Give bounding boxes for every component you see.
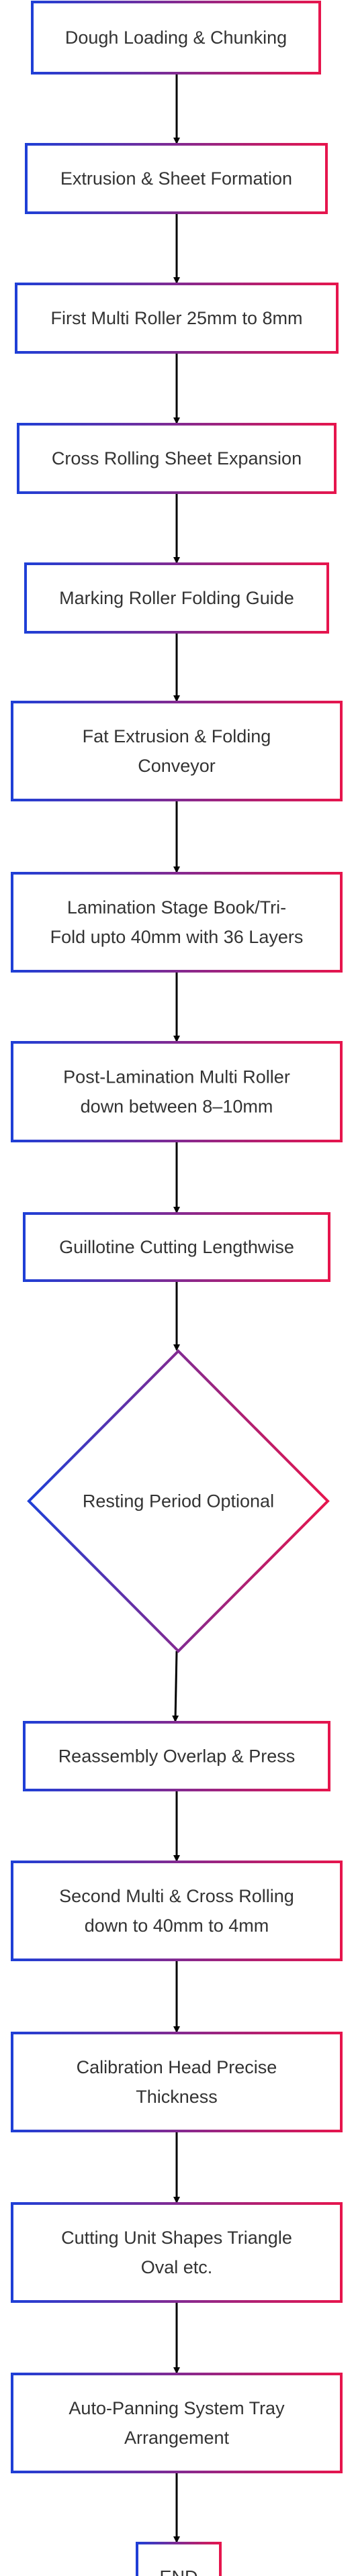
process-node: Post-Lamination Multi Roller down between… xyxy=(11,1041,343,1142)
process-box xyxy=(11,872,343,973)
process-box xyxy=(23,1212,330,1282)
node-label: Fold upto 40mm with 36 Layers xyxy=(50,927,304,947)
process-box xyxy=(17,423,337,494)
decision-diamond xyxy=(27,1349,330,1653)
process-node: Lamination Stage Book/Tri- Fold upto 40mm… xyxy=(11,872,343,973)
process-node: Guillotine Cutting Lengthwise xyxy=(23,1212,330,1282)
process-box xyxy=(23,1721,330,1791)
node-label: First Multi Roller 25mm to 8mm xyxy=(50,308,302,328)
process-box xyxy=(25,143,328,214)
node-label: Thickness xyxy=(136,2087,218,2107)
process-box xyxy=(11,1861,343,1961)
node-label: down to 40mm to 4mm xyxy=(85,1916,269,1936)
node-label: Auto-Panning System Tray xyxy=(69,2398,285,2418)
node-label: Extrusion & Sheet Formation xyxy=(60,168,292,189)
node-label: Fat Extrusion & Folding xyxy=(83,726,271,746)
process-box xyxy=(11,2032,343,2132)
flow-arrow xyxy=(172,1650,179,1722)
process-node: Dough Loading & Chunking xyxy=(31,1,321,75)
node-label: Conveyor xyxy=(138,756,216,776)
edges-layer xyxy=(172,73,180,2543)
node-label: Oval etc. xyxy=(141,2257,213,2277)
node-label: Second Multi & Cross Rolling xyxy=(59,1886,294,1906)
process-node: Cross Rolling Sheet Expansion xyxy=(17,423,337,494)
node-label: Cutting Unit Shapes Triangle xyxy=(61,2228,292,2248)
process-box xyxy=(136,2542,222,2576)
node-label: Guillotine Cutting Lengthwise xyxy=(59,1237,294,1257)
node-label: down between 8–10mm xyxy=(81,1097,273,1117)
node-label: Cross Rolling Sheet Expansion xyxy=(52,448,302,468)
process-box xyxy=(11,2202,343,2303)
node-label: Calibration Head Precise xyxy=(77,2057,277,2077)
node-label: Arrangement xyxy=(124,2428,230,2448)
process-node: First Multi Roller 25mm to 8mm xyxy=(15,283,339,354)
node-label: Reassembly Overlap & Press xyxy=(58,1746,296,1767)
process-box xyxy=(15,283,339,354)
process-box xyxy=(24,562,329,634)
process-node: Second Multi & Cross Rolling down to 40mm… xyxy=(11,1861,343,1961)
process-node: Reassembly Overlap & Press xyxy=(23,1721,330,1791)
node-label: Lamination Stage Book/Tri- xyxy=(67,897,286,918)
process-node: END xyxy=(136,2542,222,2576)
process-box xyxy=(11,2373,343,2473)
node-label: Resting Period Optional xyxy=(83,1491,274,1512)
node-label: Dough Loading & Chunking xyxy=(65,28,287,48)
node-label: Post-Lamination Multi Roller xyxy=(63,1067,290,1087)
process-node: Marking Roller Folding Guide xyxy=(24,562,329,634)
decision-node: Resting Period Optional xyxy=(27,1349,330,1653)
process-node: Extrusion & Sheet Formation xyxy=(25,143,328,214)
process-box xyxy=(11,701,343,801)
process-box xyxy=(31,1,321,75)
node-label: Marking Roller Folding Guide xyxy=(59,588,294,608)
process-box xyxy=(11,1041,343,1142)
node-label: END xyxy=(159,2567,197,2576)
